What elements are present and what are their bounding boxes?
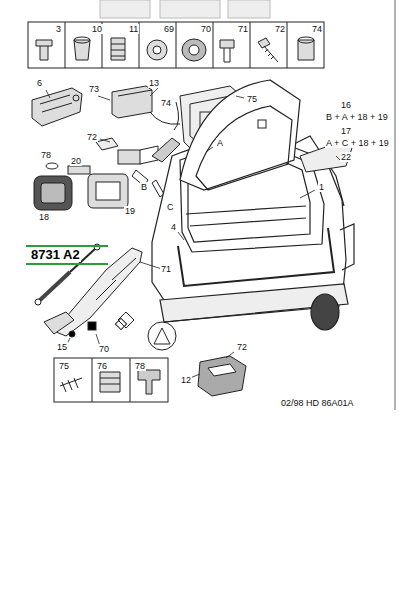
spacer: [68, 166, 90, 174]
callout-number: 19: [124, 206, 136, 216]
car-body: [152, 80, 354, 330]
handle-trim: [34, 174, 128, 210]
marker: [258, 120, 266, 128]
callout-number: B + A + 18 + 19: [325, 112, 389, 122]
leader-lines: [46, 88, 340, 378]
callout-number: B: [140, 182, 148, 192]
callout-number: 20: [70, 156, 82, 166]
highlight-mark: [26, 246, 108, 264]
callout-number: 6: [36, 78, 43, 88]
toolbar: [100, 0, 270, 18]
callout-number: 12: [180, 375, 192, 385]
callout-number: 72: [274, 24, 286, 34]
lock-mechanism: [32, 88, 82, 126]
seal: [178, 228, 334, 286]
part-number: 8731 A2: [30, 248, 81, 262]
callout-number: 76: [96, 361, 108, 371]
callout-number: 78: [40, 150, 52, 160]
callout-number: 10: [91, 24, 103, 34]
actuator: [112, 86, 152, 118]
latch: [148, 322, 246, 396]
callout-number: 11: [128, 24, 139, 34]
grommet: [46, 163, 58, 169]
callout-number: 74: [311, 24, 323, 34]
callout-number: 72: [236, 342, 248, 352]
callout-number: 4: [170, 222, 177, 232]
callout-number: 18: [38, 212, 50, 222]
callout-number: 16: [340, 100, 352, 110]
callout-number: 22: [340, 152, 352, 162]
fastener-row: [54, 358, 168, 402]
drawing-code: 02/98 HD 86A01A: [280, 398, 355, 408]
callout-number: 13: [148, 78, 160, 88]
callout-number: A + C + 18 + 19: [325, 138, 390, 148]
callout-number: 72: [86, 132, 98, 142]
marker: [115, 318, 126, 329]
callout-number: 70: [200, 24, 212, 34]
callout-number: 70: [98, 344, 110, 354]
callout-number: 75: [58, 361, 70, 371]
callout-number: 74: [160, 98, 172, 108]
callout-number: 3: [55, 24, 62, 34]
callout-number: C: [166, 202, 175, 212]
callout-number: 75: [246, 94, 258, 104]
callout-number: 15: [56, 342, 68, 352]
callout-number: 78: [134, 361, 146, 371]
callout-number: 1: [318, 182, 325, 192]
callout-number: 71: [237, 24, 249, 34]
callout-number: 17: [340, 126, 352, 136]
callout-number: 69: [163, 24, 175, 34]
callout-number: A: [216, 138, 224, 148]
fastener-row: [28, 22, 324, 68]
callout-number: 73: [88, 84, 100, 94]
callout-number: 71: [160, 264, 172, 274]
